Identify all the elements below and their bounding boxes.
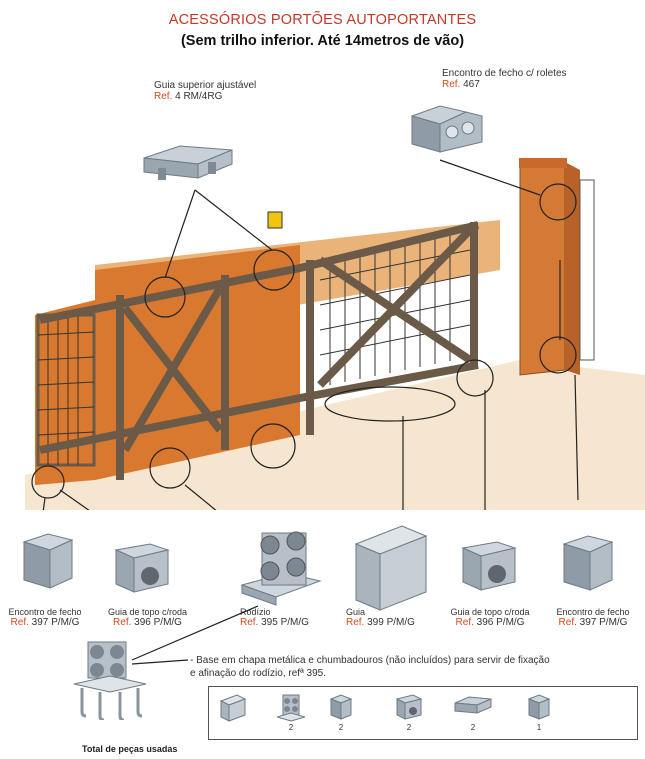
- guia-topo-thumb: [395, 694, 423, 720]
- count-encontro-roletes: 2: [338, 723, 344, 732]
- guia-image: [354, 525, 428, 611]
- part-label-guia-superior: Guia superior ajustável Ref. 4 RM/4RG: [154, 80, 256, 102]
- part-label-encontro-fecho-2: Encontro de fecho Ref. 397 P/M/G: [546, 607, 640, 628]
- ref-value: 396 P/M/G: [134, 617, 182, 628]
- base-plate-image: [73, 641, 147, 720]
- guia-superior-image: [143, 145, 233, 180]
- page-subtitle: (Sem trilho inferior. Até 14metros de vã…: [180, 33, 465, 49]
- ref-prefix: Ref.: [240, 617, 259, 628]
- rodizio-image: [240, 531, 322, 606]
- part-name: Guia de topo c/roda: [107, 607, 188, 617]
- guia-topo-image-1: [114, 543, 170, 593]
- part-name: Guia: [346, 607, 366, 617]
- guia-superior-thumb: [454, 696, 492, 714]
- ref-prefix: Ref.: [154, 91, 173, 102]
- base-plate-arrows: [131, 605, 259, 665]
- guia-topo-image-2: [461, 541, 517, 591]
- encontro-fecho-thumb: [527, 694, 551, 720]
- ref-prefix: Ref.: [346, 617, 365, 628]
- encontro-fecho-image-1: [22, 533, 74, 589]
- detail-circles: [31, 183, 577, 499]
- part-name: Encontro de fecho: [556, 607, 630, 617]
- motor-box: [267, 211, 283, 229]
- ref-prefix: Ref.: [558, 617, 577, 628]
- part-name: Rodízio: [240, 607, 271, 617]
- ref-prefix: Ref.: [455, 617, 474, 628]
- ref-value: 396 P/M/G: [476, 617, 525, 628]
- ref-prefix: Ref.: [113, 617, 132, 628]
- pillar-cap: [519, 158, 567, 168]
- encontro-roletes-image: [410, 105, 483, 153]
- totals-box: 2 2 2 2 1: [208, 686, 638, 740]
- part-label-encontro-roletes: Encontro de fecho c/ roletes Ref. 467: [442, 68, 567, 90]
- count-rodizio: 2: [288, 723, 294, 732]
- count-guia-topo: 2: [406, 723, 412, 732]
- part-name: Encontro de fecho: [8, 607, 82, 617]
- orange-wall-left: [35, 300, 95, 485]
- part-label-guia-topo-2: Guia de topo c/roda Ref. 396 P/M/G: [440, 607, 540, 628]
- ref-value: 397 P/M/G: [31, 617, 80, 628]
- gate-illustration: [25, 158, 645, 510]
- part-label-rodizio: Rodízio Ref. 395 P/M/G: [240, 607, 335, 628]
- part-label-encontro-fecho-1: Encontro de fecho Ref. 397 P/M/G: [0, 607, 90, 628]
- part-label-guia-topo-1: Guia de topo c/roda Ref. 396 P/M/G: [100, 607, 195, 628]
- right-fence: [579, 179, 595, 361]
- encontro-roletes-thumb: [329, 694, 353, 720]
- note-text: - Base em chapa metálica e chumbadouros …: [190, 654, 635, 680]
- ref-prefix: Ref.: [10, 617, 29, 628]
- totals-caption: Total de peças usadas: [82, 744, 178, 754]
- encontro-fecho-image-2: [562, 535, 614, 591]
- rodizio-thumb: [277, 694, 305, 722]
- note-line-1: - Base em chapa metálica e chumbadouros …: [190, 655, 550, 666]
- count-guia-superior: 2: [470, 723, 476, 732]
- part-name: Guia de topo c/roda: [450, 607, 530, 617]
- ground: [25, 360, 645, 510]
- ref-value: 395 P/M/G: [261, 617, 309, 628]
- arrows: [42, 159, 579, 510]
- part-label-guia: Guia Ref. 399 P/M/G: [346, 607, 436, 628]
- page-title: ACESSÓRIOS PORTÕES AUTOPORTANTES: [168, 12, 477, 28]
- pillar-side: [565, 162, 580, 375]
- guia-thumb: [219, 694, 247, 722]
- ref-prefix: Ref.: [442, 79, 461, 90]
- count-encontro-fecho: 1: [536, 723, 542, 732]
- part-name: Guia superior ajustável: [154, 80, 257, 91]
- ref-value: 467: [463, 79, 480, 90]
- ref-value: 399 P/M/G: [367, 617, 415, 628]
- part-name: Encontro de fecho c/ roletes: [442, 68, 567, 79]
- ref-value: 397 P/M/G: [579, 617, 628, 628]
- ref-value: 4 RM/4RG: [175, 91, 223, 102]
- gate-frame: [39, 221, 479, 480]
- note-line-2: e afinação do rodízio, refª 395.: [190, 668, 327, 679]
